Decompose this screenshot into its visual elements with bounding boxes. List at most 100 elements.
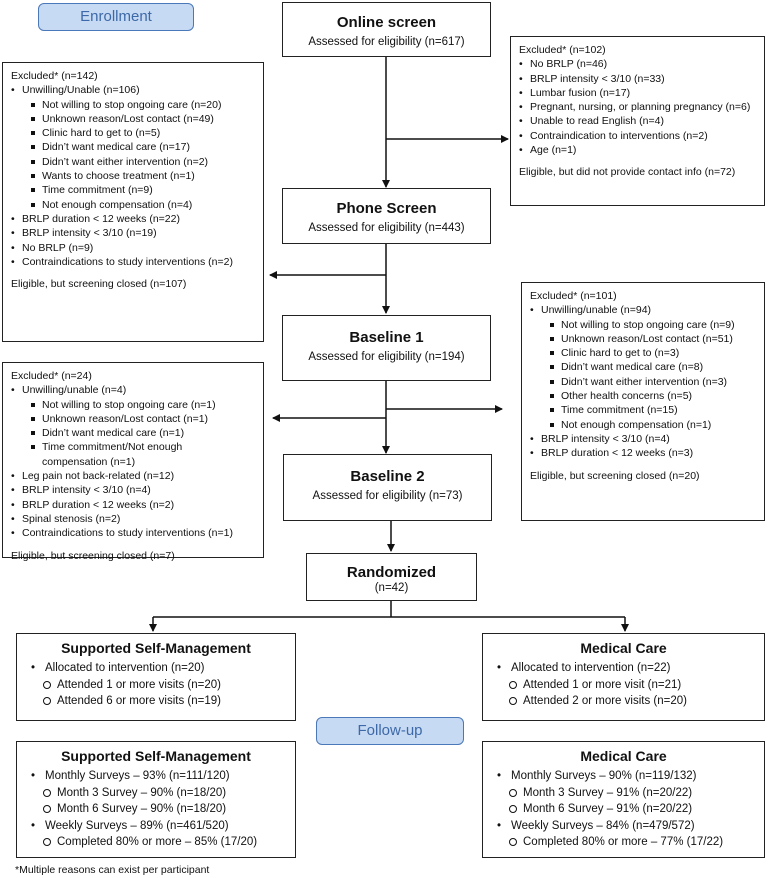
allocation-ssm-box: Supported Self-Management Allocated to i… <box>16 633 296 721</box>
list-item: Leg pain not back-related (n=12) <box>11 469 255 484</box>
list-item: Age (n=1) <box>519 143 756 158</box>
baseline1-title: Baseline 1 <box>349 329 424 346</box>
excluded-online-footer: Eligible, but did not provide contact in… <box>519 166 736 179</box>
list-item: Month 3 Survey – 91% (n=20/22) <box>493 785 754 802</box>
excluded-baseline1-list: Unwilling/unable (n=94) Not willing to s… <box>530 303 756 461</box>
list-item: Not enough compensation (n=1) <box>530 418 756 432</box>
list-item: Time commitment (n=15) <box>530 403 756 417</box>
excluded-baseline2-list: Unwilling/unable (n=4) Not willing to st… <box>11 383 255 541</box>
list-item: Completed 80% or more – 85% (17/20) <box>27 834 285 851</box>
list-item: Didn’t want either intervention (n=2) <box>11 155 255 169</box>
excluded-phone-footer: Eligible, but screening closed (n=107) <box>11 278 187 291</box>
list-item: BRLP intensity < 3/10 (n=33) <box>519 72 756 87</box>
list-item: Didn’t want medical care (n=8) <box>530 360 756 374</box>
list-item: Unable to read English (n=4) <box>519 114 756 129</box>
followup-ssm-list: Monthly Surveys – 93% (n=111/120) Month … <box>17 768 295 851</box>
list-item: Attended 6 or more visits (n=19) <box>27 693 285 710</box>
excluded-baseline2-footer: Eligible, but screening closed (n=7) <box>11 549 175 562</box>
enrollment-label: Enrollment <box>38 3 194 31</box>
phone-screen-title: Phone Screen <box>336 200 437 217</box>
list-item: Clinic hard to get to (n=5) <box>11 126 255 140</box>
list-item: Didn’t want medical care (n=17) <box>11 140 255 154</box>
excluded-online-list: No BRLP (n=46) BRLP intensity < 3/10 (n=… <box>519 57 756 157</box>
followup-mc-list: Monthly Surveys – 90% (n=119/132) Month … <box>483 768 764 851</box>
list-item: Month 3 Survey – 90% (n=18/20) <box>27 785 285 802</box>
list-item: BRLP duration < 12 weeks (n=3) <box>530 446 756 461</box>
list-item: Monthly Surveys – 93% (n=111/120) <box>27 768 285 785</box>
list-item: BRLP duration < 12 weeks (n=2) <box>11 498 255 513</box>
list-item: BRLP duration < 12 weeks (n=22) <box>11 212 255 227</box>
footnote: *Multiple reasons can exist per particip… <box>15 864 210 876</box>
list-item: Other health concerns (n=5) <box>530 389 756 403</box>
list-item: Month 6 Survey – 90% (n=18/20) <box>27 801 285 818</box>
baseline1-subtitle: Assessed for eligibility (n=194) <box>308 351 465 363</box>
excluded-phone-header: Excluded* (n=142) <box>11 70 98 82</box>
list-item: No BRLP (n=9) <box>11 241 255 256</box>
baseline2-box: Baseline 2 Assessed for eligibility (n=7… <box>283 454 492 521</box>
followup-ssm-title: Supported Self-Management <box>61 748 251 764</box>
list-item: BRLP intensity < 3/10 (n=4) <box>11 483 255 498</box>
excluded-online-box: Excluded* (n=102) No BRLP (n=46) BRLP in… <box>510 36 765 206</box>
list-item: Weekly Surveys – 89% (n=461/520) <box>27 818 285 835</box>
list-item: Pregnant, nursing, or planning pregnancy… <box>519 100 756 115</box>
baseline2-title: Baseline 2 <box>350 468 425 485</box>
list-item: Time commitment/Not enough compensation … <box>11 440 212 469</box>
list-item: Unknown reason/Lost contact (n=51) <box>530 332 756 346</box>
excluded-baseline2-header: Excluded* (n=24) <box>11 370 92 382</box>
allocation-mc-box: Medical Care Allocated to intervention (… <box>482 633 765 721</box>
list-item: No BRLP (n=46) <box>519 57 756 72</box>
list-item: Unknown reason/Lost contact (n=1) <box>11 412 255 426</box>
list-item: Not willing to stop ongoing care (n=20) <box>11 98 255 112</box>
phone-screen-subtitle: Assessed for eligibility (n=443) <box>308 222 465 234</box>
excluded-baseline1-footer: Eligible, but screening closed (n=20) <box>530 469 700 482</box>
list-item: Clinic hard to get to (n=3) <box>530 346 756 360</box>
list-item: Spinal stenosis (n=2) <box>11 512 255 527</box>
randomized-title: Randomized <box>346 564 437 581</box>
list-item: Attended 1 or more visit (n=21) <box>493 677 754 694</box>
list-item: Lumbar fusion (n=17) <box>519 86 756 101</box>
list-item: Not willing to stop ongoing care (n=1) <box>11 398 255 412</box>
excluded-online-header: Excluded* (n=102) <box>519 44 606 56</box>
list-item: BRLP intensity < 3/10 (n=19) <box>11 226 255 241</box>
list-item: Unknown reason/Lost contact (n=49) <box>11 112 255 126</box>
list-item: Not enough compensation (n=4) <box>11 198 255 212</box>
list-item: Time commitment (n=9) <box>11 183 255 197</box>
allocation-ssm-list: Allocated to intervention (n=20) Attende… <box>17 660 295 710</box>
followup-mc-box: Medical Care Monthly Surveys – 90% (n=11… <box>482 741 765 858</box>
excluded-baseline2-box: Excluded* (n=24) Unwilling/unable (n=4) … <box>2 362 264 562</box>
phone-screen-box: Phone Screen Assessed for eligibility (n… <box>282 188 491 244</box>
list-item: Attended 1 or more visits (n=20) <box>27 677 285 694</box>
list-item: Unwilling/Unable (n=106) <box>11 83 255 98</box>
list-item: Month 6 Survey – 91% (n=20/22) <box>493 801 754 818</box>
online-screen-subtitle: Assessed for eligibility (n=617) <box>308 36 465 48</box>
list-item: Not willing to stop ongoing care (n=9) <box>530 318 756 332</box>
allocation-ssm-title: Supported Self-Management <box>61 640 251 656</box>
list-item: Didn’t want medical care (n=1) <box>11 426 255 440</box>
list-item: Monthly Surveys – 90% (n=119/132) <box>493 768 754 785</box>
list-item: BRLP intensity < 3/10 (n=4) <box>530 432 756 447</box>
randomized-box: Randomized (n=42) <box>306 553 477 601</box>
list-item: Attended 2 or more visits (n=20) <box>493 693 754 710</box>
followup-label: Follow-up <box>316 717 464 745</box>
randomized-subtitle: (n=42) <box>374 582 409 594</box>
excluded-phone-list: Unwilling/Unable (n=106) Not willing to … <box>11 83 255 269</box>
online-screen-title: Online screen <box>336 14 437 31</box>
list-item: Didn’t want either intervention (n=3) <box>530 375 756 389</box>
list-item: Completed 80% or more – 77% (17/22) <box>493 834 754 851</box>
list-item: Contraindication to interventions (n=2) <box>519 129 756 144</box>
allocation-mc-list: Allocated to intervention (n=22) Attende… <box>483 660 764 710</box>
excluded-baseline1-box: Excluded* (n=101) Unwilling/unable (n=94… <box>521 282 765 521</box>
excluded-baseline1-header: Excluded* (n=101) <box>530 290 617 302</box>
followup-mc-title: Medical Care <box>580 748 667 764</box>
baseline1-box: Baseline 1 Assessed for eligibility (n=1… <box>282 315 491 381</box>
list-item: Unwilling/unable (n=94) <box>530 303 756 318</box>
baseline2-subtitle: Assessed for eligibility (n=73) <box>312 490 463 502</box>
list-item: Allocated to intervention (n=22) <box>493 660 754 677</box>
online-screen-box: Online screen Assessed for eligibility (… <box>282 2 491 57</box>
list-item: Contraindications to study interventions… <box>11 255 255 270</box>
allocation-mc-title: Medical Care <box>580 640 667 656</box>
list-item: Contraindications to study interventions… <box>11 526 255 541</box>
excluded-phone-box: Excluded* (n=142) Unwilling/Unable (n=10… <box>2 62 264 342</box>
followup-ssm-box: Supported Self-Management Monthly Survey… <box>16 741 296 858</box>
